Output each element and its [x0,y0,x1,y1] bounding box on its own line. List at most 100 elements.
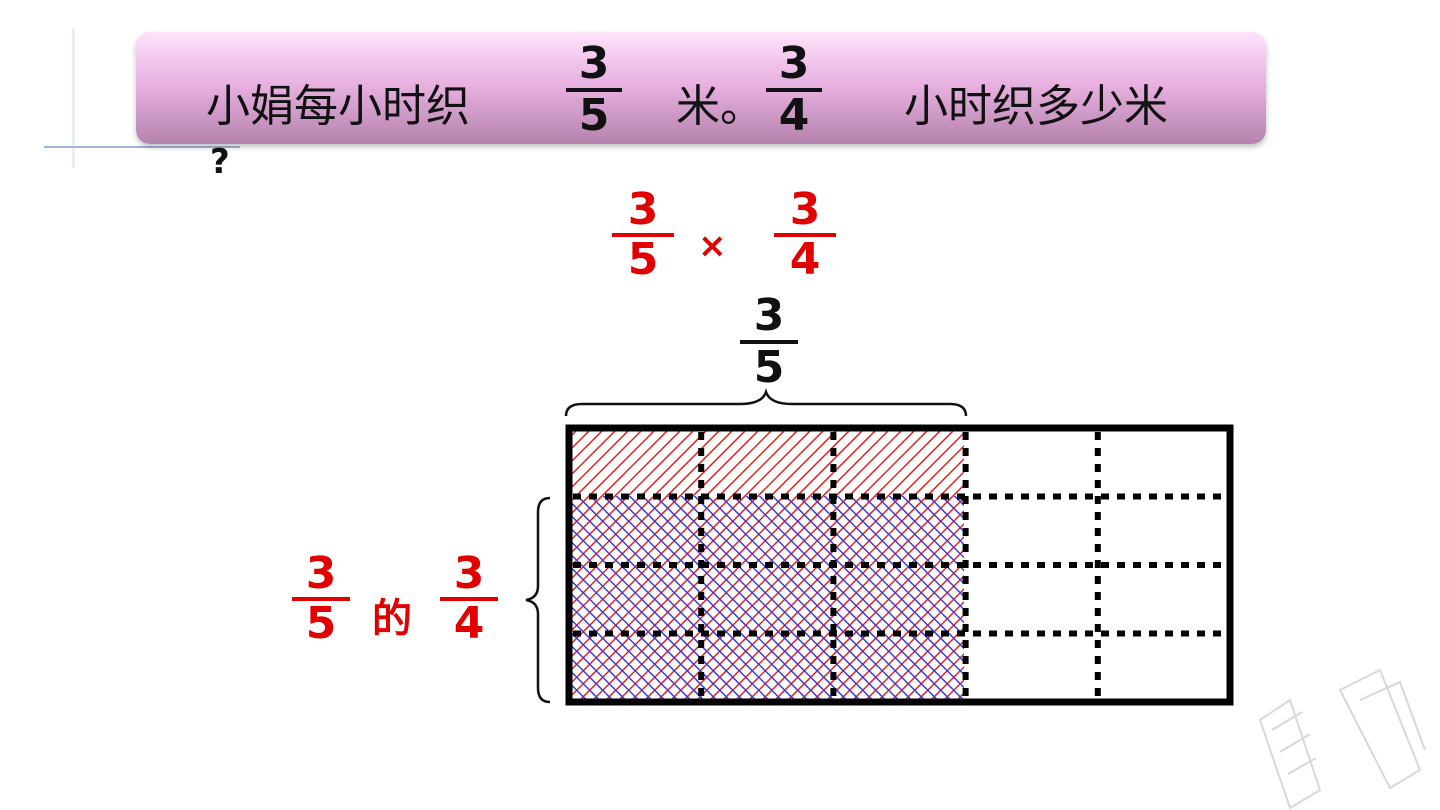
decorative-horizontal-line [44,146,240,148]
blue-hatch-line [282,487,508,713]
blue-hatch-line [295,487,521,713]
fraction-denominator: 5 [305,598,337,649]
fraction-bar [740,340,798,344]
red-hatch-line [295,418,589,712]
blue-hatch-line [308,487,534,713]
question-banner [136,32,1266,144]
blue-hatch-line [570,682,588,700]
red-hatch-line [587,430,657,496]
blue-hatch-line [680,496,887,700]
blue-hatch-line [914,496,964,546]
blue-hatch-line [615,496,822,700]
red-hatch-line [570,430,579,439]
side-right-fraction: 3 4 [440,552,498,646]
red-hatch-line [799,535,964,700]
blue-hatch-line [570,604,666,700]
blue-hatch-line [589,496,796,700]
top-brace-fraction: 3 5 [740,294,798,390]
blue-hatch-line [570,591,679,700]
red-hatch-line [903,639,964,700]
red-hatch-line [721,496,929,700]
red-hatch-line [669,496,877,700]
red-hatch-line [652,430,722,496]
fraction-bar [612,233,674,237]
red-hatch-line [877,613,964,700]
fraction-numerator: 3 [453,548,485,599]
blue-hatch-line [602,496,809,700]
question-fraction-1: 3 5 [566,42,622,138]
red-hatch-line [864,600,964,700]
blue-hatch-line [732,496,939,700]
red-hatch-line [570,496,656,582]
blue-hatch-line [570,630,640,700]
blue-hatch-line [810,496,964,650]
blue-hatch-line [953,496,964,507]
red-hatch-line [890,626,964,700]
fraction-denominator: 4 [778,90,810,141]
blue-hatch-line [570,526,744,700]
question-text-part3: 小时织多少米 [904,81,1168,132]
fraction-bar [440,597,498,601]
fraction-denominator: 5 [578,90,610,141]
red-hatch-line [886,430,956,496]
blue-hatch-line [706,496,913,700]
blue-hatch-line [971,487,1197,713]
red-hatch-line [613,430,683,496]
blue-hatch-line [667,496,874,700]
blue-hatch-line [823,496,964,637]
red-hatch-line [704,430,774,496]
top-brace [564,388,968,417]
fraction-numerator: 3 [578,38,610,89]
blue-hatch-line [570,578,692,700]
question-fraction-2: 3 4 [766,42,822,138]
red-hatch-line [821,430,891,496]
blue-hatch-line [958,487,1184,713]
red-hatch-line [656,496,864,700]
blue-hatch-line [997,487,1223,713]
red-hatch-line [717,430,787,496]
rectangle-outline [565,424,1234,706]
red-hatch-line [838,574,964,700]
red-hatch-line [916,652,964,700]
red-hatch-line [643,496,851,700]
blue-hatch-line [570,669,601,700]
red-hatch-line [925,457,964,496]
fraction-bar [292,597,350,601]
fraction-numerator: 3 [778,38,810,89]
left-brace [525,496,551,704]
red-hatch-line [847,430,917,496]
red-hatch-line [678,430,748,496]
fraction-denominator: 5 [753,342,785,393]
fraction-numerator: 3 [789,184,821,235]
blue-hatch-line [901,496,964,559]
blue-hatch-line [1010,487,1236,713]
fraction-numerator: 3 [753,290,785,341]
multiply-operator: × [698,226,727,266]
blue-hatch-line [836,496,964,624]
blue-hatch-line [570,500,770,700]
blue-hatch-line [797,496,964,663]
blue-hatch-line [849,496,964,611]
watermark-logo [1258,668,1426,810]
question-text-part2: 米。 [676,81,764,132]
expression-right-fraction: 3 4 [774,188,836,282]
fraction-bar [774,233,836,237]
expression-left-fraction: 3 5 [612,188,674,282]
blue-hatch-line [927,496,964,533]
blue-hatch-line [771,496,964,689]
red-hatch-line [570,430,631,491]
blue-hatch-line [628,496,835,700]
blue-hatch-line [862,496,964,598]
fraction-numerator: 3 [627,184,659,235]
blue-hatch-line [641,496,848,700]
red-hatch-line [756,430,826,496]
blue-hatch-line [570,513,757,700]
red-hatch-line [574,430,644,496]
red-hatch-line [308,418,602,712]
blue-hatch-line [875,496,964,585]
blue-hatch-line [570,552,718,700]
red-hatch-line [730,430,800,496]
red-hatch-line [691,430,761,496]
side-label-word: 的 [372,596,412,642]
fraction-bar [566,88,622,92]
